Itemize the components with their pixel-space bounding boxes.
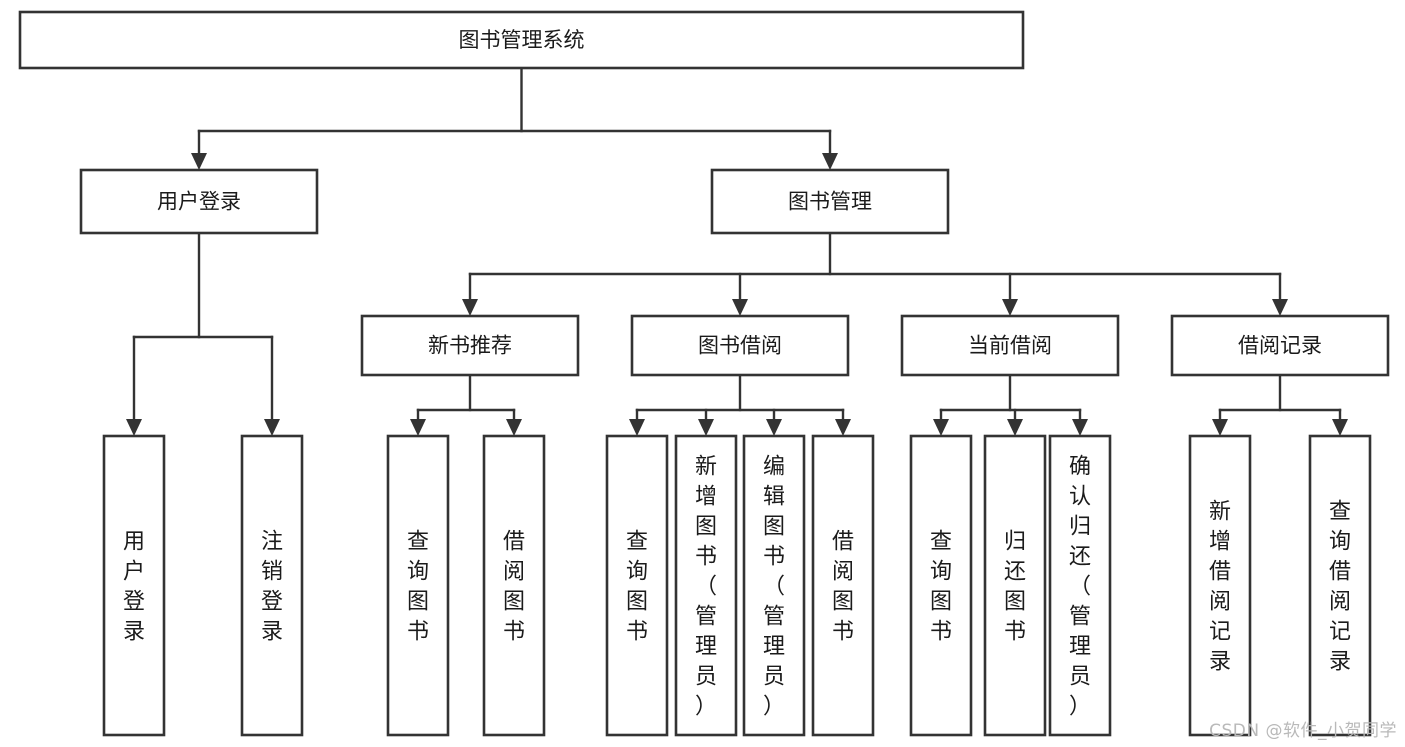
node-root-box <box>18 10 1025 70</box>
leaf-node-1[interactable]: 注销登录 <box>240 434 304 737</box>
node-level2-2-box <box>900 314 1120 377</box>
leaf-node-9-label: 归还图书 <box>1004 530 1026 645</box>
leaf-node-11-box <box>1188 434 1252 737</box>
node-layer: 图书管理系统用户登录图书管理新书推荐图书借阅当前借阅借阅记录用户登录注销登录查询… <box>18 10 1390 737</box>
node-level2-1-box <box>630 314 850 377</box>
node-level1-1-box <box>710 168 950 235</box>
node-level2-1[interactable]: 图书借阅 <box>630 314 850 377</box>
leaf-node-7[interactable]: 借阅图书 <box>811 434 875 737</box>
books-to-level2-arrow-0 <box>462 299 478 316</box>
level2-2-to-leaves-arrow-0 <box>933 419 949 436</box>
node-level2-2-label: 当前借阅 <box>968 334 1052 358</box>
leaf-node-12-label: 查询借阅记录 <box>1329 500 1351 675</box>
leaf-node-12-box <box>1308 434 1372 737</box>
leaf-node-6-box <box>742 434 806 737</box>
leaf-node-12[interactable]: 查询借阅记录 <box>1308 434 1372 737</box>
node-level1-1[interactable]: 图书管理 <box>710 168 950 235</box>
books-to-level2-arrow-3 <box>1272 299 1288 316</box>
level2-1-to-leaves-arrow-2 <box>766 419 782 436</box>
node-root[interactable]: 图书管理系统 <box>18 10 1025 70</box>
leaf-node-9-box <box>983 434 1047 737</box>
node-level1-0[interactable]: 用户登录 <box>79 168 319 235</box>
leaf-node-5-box <box>674 434 738 737</box>
node-level2-0[interactable]: 新书推荐 <box>360 314 580 377</box>
login-to-leaves-arrow-1 <box>264 419 280 436</box>
login-to-leaves-arrow-0 <box>126 419 142 436</box>
node-level2-1-label: 图书借阅 <box>698 334 782 358</box>
leaf-node-11-label: 新增借阅记录 <box>1209 500 1231 675</box>
leaf-node-11[interactable]: 新增借阅记录 <box>1188 434 1252 737</box>
leaf-node-9[interactable]: 归还图书 <box>983 434 1047 737</box>
root-to-level1-arrow-1 <box>822 153 838 170</box>
leaf-node-4[interactable]: 查询图书 <box>605 434 669 737</box>
level2-2-to-leaves-arrow-2 <box>1072 419 1088 436</box>
leaf-node-10-label: 确认归还（管理员） <box>1069 455 1091 720</box>
leaf-node-4-box <box>605 434 669 737</box>
level2-2-to-leaves-arrow-1 <box>1007 419 1023 436</box>
node-level2-3-box <box>1170 314 1390 377</box>
level2-0-to-leaves-arrow-0 <box>410 419 426 436</box>
leaf-node-4-label: 查询图书 <box>626 530 648 645</box>
node-root-label: 图书管理系统 <box>459 28 585 52</box>
node-level1-1-label: 图书管理 <box>788 190 872 214</box>
leaf-node-1-label: 注销登录 <box>261 530 283 645</box>
leaf-node-8-label: 查询图书 <box>930 530 952 645</box>
leaf-node-3[interactable]: 借阅图书 <box>482 434 546 737</box>
leaf-node-10[interactable]: 确认归还（管理员） <box>1048 434 1112 737</box>
node-level2-2[interactable]: 当前借阅 <box>900 314 1120 377</box>
leaf-node-1-box <box>240 434 304 737</box>
level2-1-to-leaves-arrow-1 <box>698 419 714 436</box>
leaf-node-3-box <box>482 434 546 737</box>
leaf-node-2[interactable]: 查询图书 <box>386 434 450 737</box>
leaf-node-3-label: 借阅图书 <box>503 530 525 645</box>
node-level1-0-box <box>79 168 319 235</box>
node-level2-3[interactable]: 借阅记录 <box>1170 314 1390 377</box>
leaf-node-2-box <box>386 434 450 737</box>
connector-layer <box>126 66 1348 436</box>
leaf-node-0-box <box>102 434 166 737</box>
leaf-node-7-label: 借阅图书 <box>832 530 854 645</box>
level2-3-to-leaves-arrow-0 <box>1212 419 1228 436</box>
watermark-label: CSDN @软件_小贺同学 <box>1209 721 1397 741</box>
leaf-node-2-label: 查询图书 <box>407 530 429 645</box>
root-to-level1-arrow-0 <box>191 153 207 170</box>
level2-0-to-leaves-arrow-1 <box>506 419 522 436</box>
node-level2-0-box <box>360 314 580 377</box>
level2-1-to-leaves-arrow-3 <box>835 419 851 436</box>
leaf-node-5-label: 新增图书（管理员） <box>695 455 717 720</box>
level2-1-to-leaves-arrow-0 <box>629 419 645 436</box>
books-to-level2-arrow-1 <box>732 299 748 316</box>
leaf-node-6[interactable]: 编辑图书（管理员） <box>742 434 806 737</box>
leaf-node-7-box <box>811 434 875 737</box>
node-level2-3-label: 借阅记录 <box>1238 334 1322 358</box>
leaf-node-0[interactable]: 用户登录 <box>102 434 166 737</box>
leaf-node-5[interactable]: 新增图书（管理员） <box>674 434 738 737</box>
leaf-node-6-label: 编辑图书（管理员） <box>763 455 785 720</box>
node-level1-0-label: 用户登录 <box>157 190 241 214</box>
leaf-node-8[interactable]: 查询图书 <box>909 434 973 737</box>
level2-3-to-leaves-arrow-1 <box>1332 419 1348 436</box>
leaf-node-0-label: 用户登录 <box>123 530 145 645</box>
leaf-node-8-box <box>909 434 973 737</box>
leaf-node-10-box <box>1048 434 1112 737</box>
books-to-level2-arrow-2 <box>1002 299 1018 316</box>
node-level2-0-label: 新书推荐 <box>428 334 512 358</box>
